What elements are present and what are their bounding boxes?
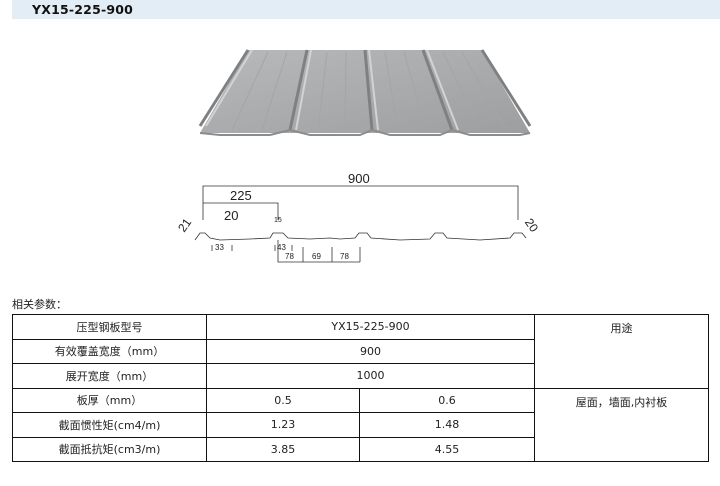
dim-15: 15 xyxy=(274,217,282,224)
dim-78-a: 78 xyxy=(285,252,294,261)
table-row: 截面抵抗矩(cm3/m) 3.85 4.55 xyxy=(12,436,709,462)
spec-table: 压型钢板型号 YX15-225-900 用途 有效覆盖宽度（mm） 900 展开… xyxy=(12,314,709,462)
row-value: 1000 xyxy=(206,363,535,389)
use-header: 用途 xyxy=(534,314,709,389)
use-value: 屋面，墙面,内衬板 xyxy=(534,387,709,462)
row-value: 0.6 xyxy=(359,387,535,413)
row-label: 压型钢板型号 xyxy=(12,314,207,340)
row-value: 1.23 xyxy=(206,412,360,438)
page-title: YX15-225-900 xyxy=(32,2,134,17)
row-label: 板厚（mm） xyxy=(12,387,207,413)
dim-20-right: 20 xyxy=(522,216,541,235)
table-row: 展开宽度（mm） 1000 xyxy=(12,363,709,389)
row-label: 展开宽度（mm） xyxy=(12,363,207,389)
row-value: 900 xyxy=(206,338,535,364)
product-photo xyxy=(198,49,532,136)
params-label: 相关参数： xyxy=(12,298,67,311)
row-label: 截面抵抗矩(cm3/m) xyxy=(12,436,207,462)
table-row: 板厚（mm） 0.5 0.6 屋面，墙面,内衬板 xyxy=(12,387,709,462)
table-row: 压型钢板型号 YX15-225-900 用途 xyxy=(12,314,709,389)
section-drawing: 900 225 20 15 21 20 33 43 78 69 78 xyxy=(175,171,541,263)
dim-69: 69 xyxy=(312,252,321,261)
dim-33: 33 xyxy=(215,243,224,252)
row-value: 3.85 xyxy=(206,436,360,462)
dim-225: 225 xyxy=(230,188,252,203)
dim-78-b: 78 xyxy=(340,252,349,261)
dim-43: 43 xyxy=(277,243,286,252)
row-value: YX15-225-900 xyxy=(206,314,535,340)
title-bar: YX15-225-900 xyxy=(12,0,720,19)
dim-21: 21 xyxy=(175,215,194,234)
row-label: 截面惯性矩(cm4/m) xyxy=(12,412,207,438)
row-label: 有效覆盖宽度（mm） xyxy=(12,338,207,364)
row-value: 0.5 xyxy=(206,387,360,413)
dim-900: 900 xyxy=(348,171,370,186)
row-value: 1.48 xyxy=(359,412,535,438)
dim-20: 20 xyxy=(224,208,238,223)
row-value: 4.55 xyxy=(359,436,535,462)
